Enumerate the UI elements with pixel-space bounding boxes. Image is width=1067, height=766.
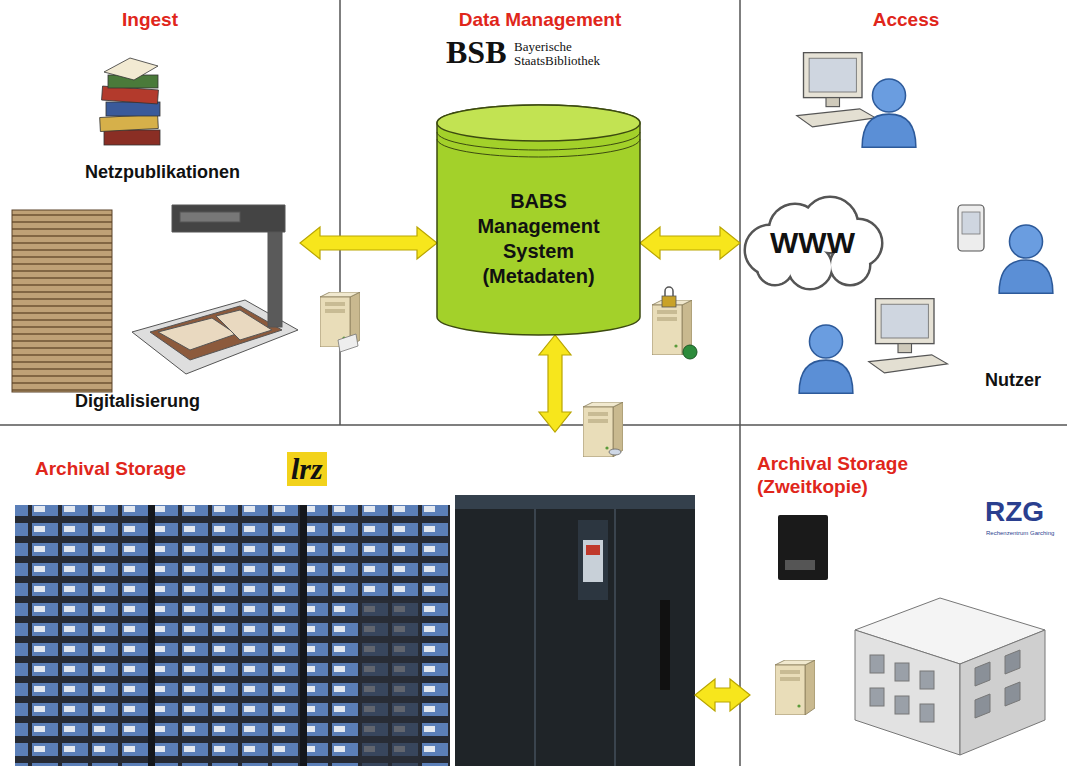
user-icons bbox=[797, 53, 1053, 394]
double-arrow bbox=[300, 227, 437, 259]
icon-caption: Netzpublikationen bbox=[85, 162, 240, 183]
user-caption: Nutzer bbox=[985, 370, 1041, 391]
book-stack-icon bbox=[100, 58, 160, 145]
archival-storage-panel: Archival Storage bbox=[0, 432, 695, 766]
double-arrow bbox=[695, 679, 750, 711]
book-scanner-icon bbox=[132, 205, 298, 374]
region-heading: Archival Storage (Zweitkopie) bbox=[757, 452, 947, 498]
region-heading: Ingest bbox=[0, 8, 300, 31]
database-label: BABS Management System (Metadaten) bbox=[464, 189, 614, 289]
ingest-panel: Ingest bbox=[0, 0, 300, 420]
building-icon bbox=[855, 598, 1045, 755]
cloud-label: WWW bbox=[770, 226, 855, 260]
region-heading: Access bbox=[745, 8, 1067, 31]
logo-text: BSB bbox=[446, 34, 506, 71]
double-arrow bbox=[539, 335, 571, 432]
region-heading: Data Management bbox=[345, 8, 735, 31]
access-panel: AccessWWW bbox=[745, 0, 1067, 420]
logo-text: lrz bbox=[287, 452, 327, 486]
logo-text: RZG bbox=[985, 496, 1044, 528]
tape-robot-cabinet bbox=[455, 495, 695, 766]
region-heading: Archival Storage bbox=[35, 457, 695, 480]
icon-caption: Digitalisierung bbox=[75, 391, 200, 412]
logo-subtext: Rechenzentrum Garching bbox=[986, 530, 1054, 536]
double-arrow bbox=[640, 227, 740, 259]
internet-cloud: WWW bbox=[740, 195, 885, 290]
paper-stack-photo bbox=[12, 210, 112, 392]
logo-text: Bayerische StaatsBibliothek bbox=[514, 40, 624, 68]
database-cylinder: BABS Management System (Metadaten) bbox=[437, 105, 640, 335]
tape-cartridge-icon bbox=[778, 515, 828, 580]
second-copy-panel: Archival Storage (Zweitkopie) bbox=[750, 432, 1067, 766]
tape-library-photo bbox=[15, 505, 450, 766]
